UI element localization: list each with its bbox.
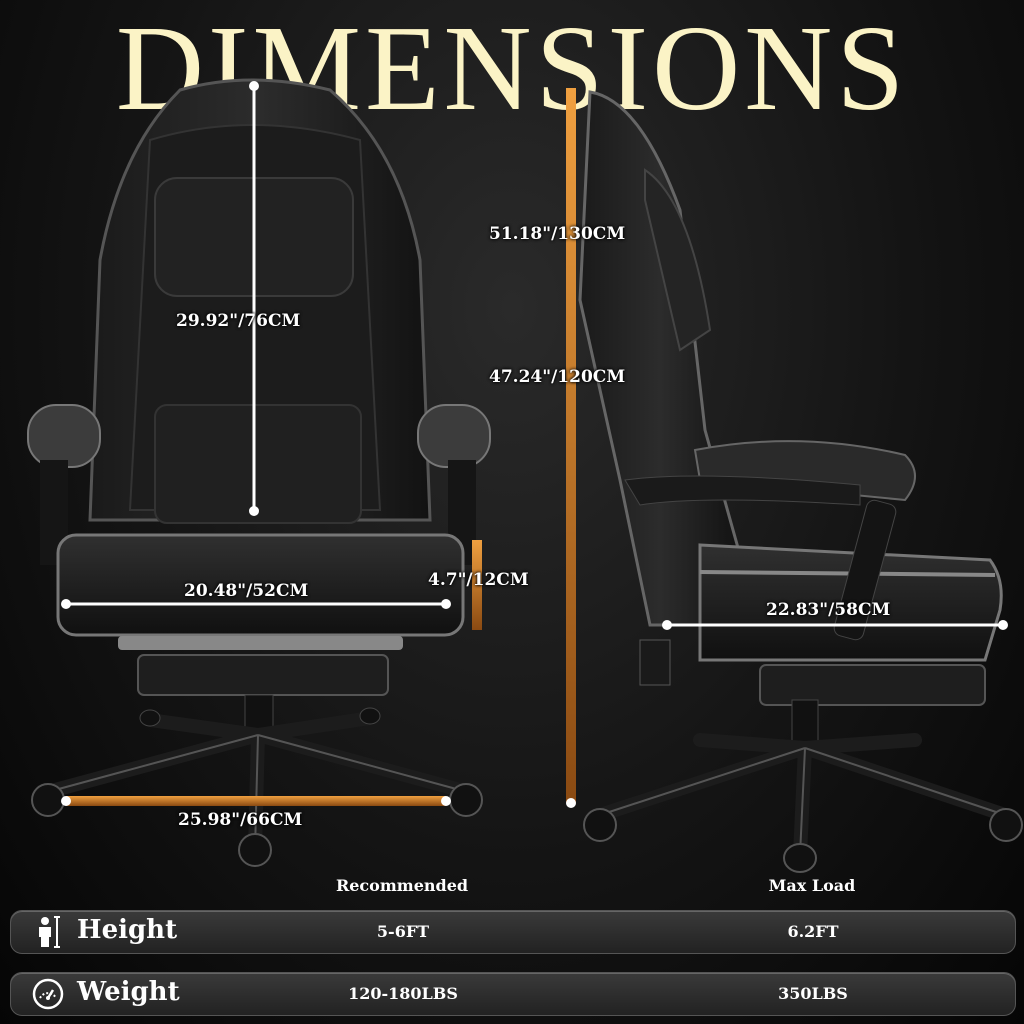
front-chair — [27, 78, 491, 867]
dim-max-height: 51.18"/130CM — [489, 224, 626, 244]
weight-recommended-value: 120-180LBS — [348, 984, 458, 1003]
row-label-weight: Weight — [77, 977, 180, 1007]
dim-seat-width: 20.48"/52CM — [184, 581, 309, 601]
person-height-icon — [39, 916, 60, 948]
table-row-weight: Weight 120-180LBS 350LBS — [10, 972, 1016, 1016]
scale-gauge-icon — [32, 978, 64, 1010]
column-header-recommended: Recommended — [335, 876, 469, 895]
dim-min-height: 47.24"/120CM — [489, 367, 626, 387]
dim-base-width: 25.98"/66CM — [178, 810, 303, 830]
row-label-height: Height — [77, 915, 178, 945]
table-row-height: Height 5-6FT 6.2FT — [10, 910, 1016, 954]
dim-seat-depth: 22.83"/58CM — [766, 600, 891, 620]
side-chair — [578, 90, 1023, 873]
height-recommended-value: 5-6FT — [376, 922, 430, 941]
height-max-value: 6.2FT — [787, 922, 839, 941]
dimension-lines — [61, 81, 1008, 808]
weight-max-value: 350LBS — [778, 984, 848, 1003]
dim-seat-thickness: 4.7"/12CM — [428, 570, 529, 590]
dim-headrest-to-seat: 29.92"/76CM — [176, 311, 301, 331]
column-header-max-load: Max Load — [768, 876, 856, 895]
